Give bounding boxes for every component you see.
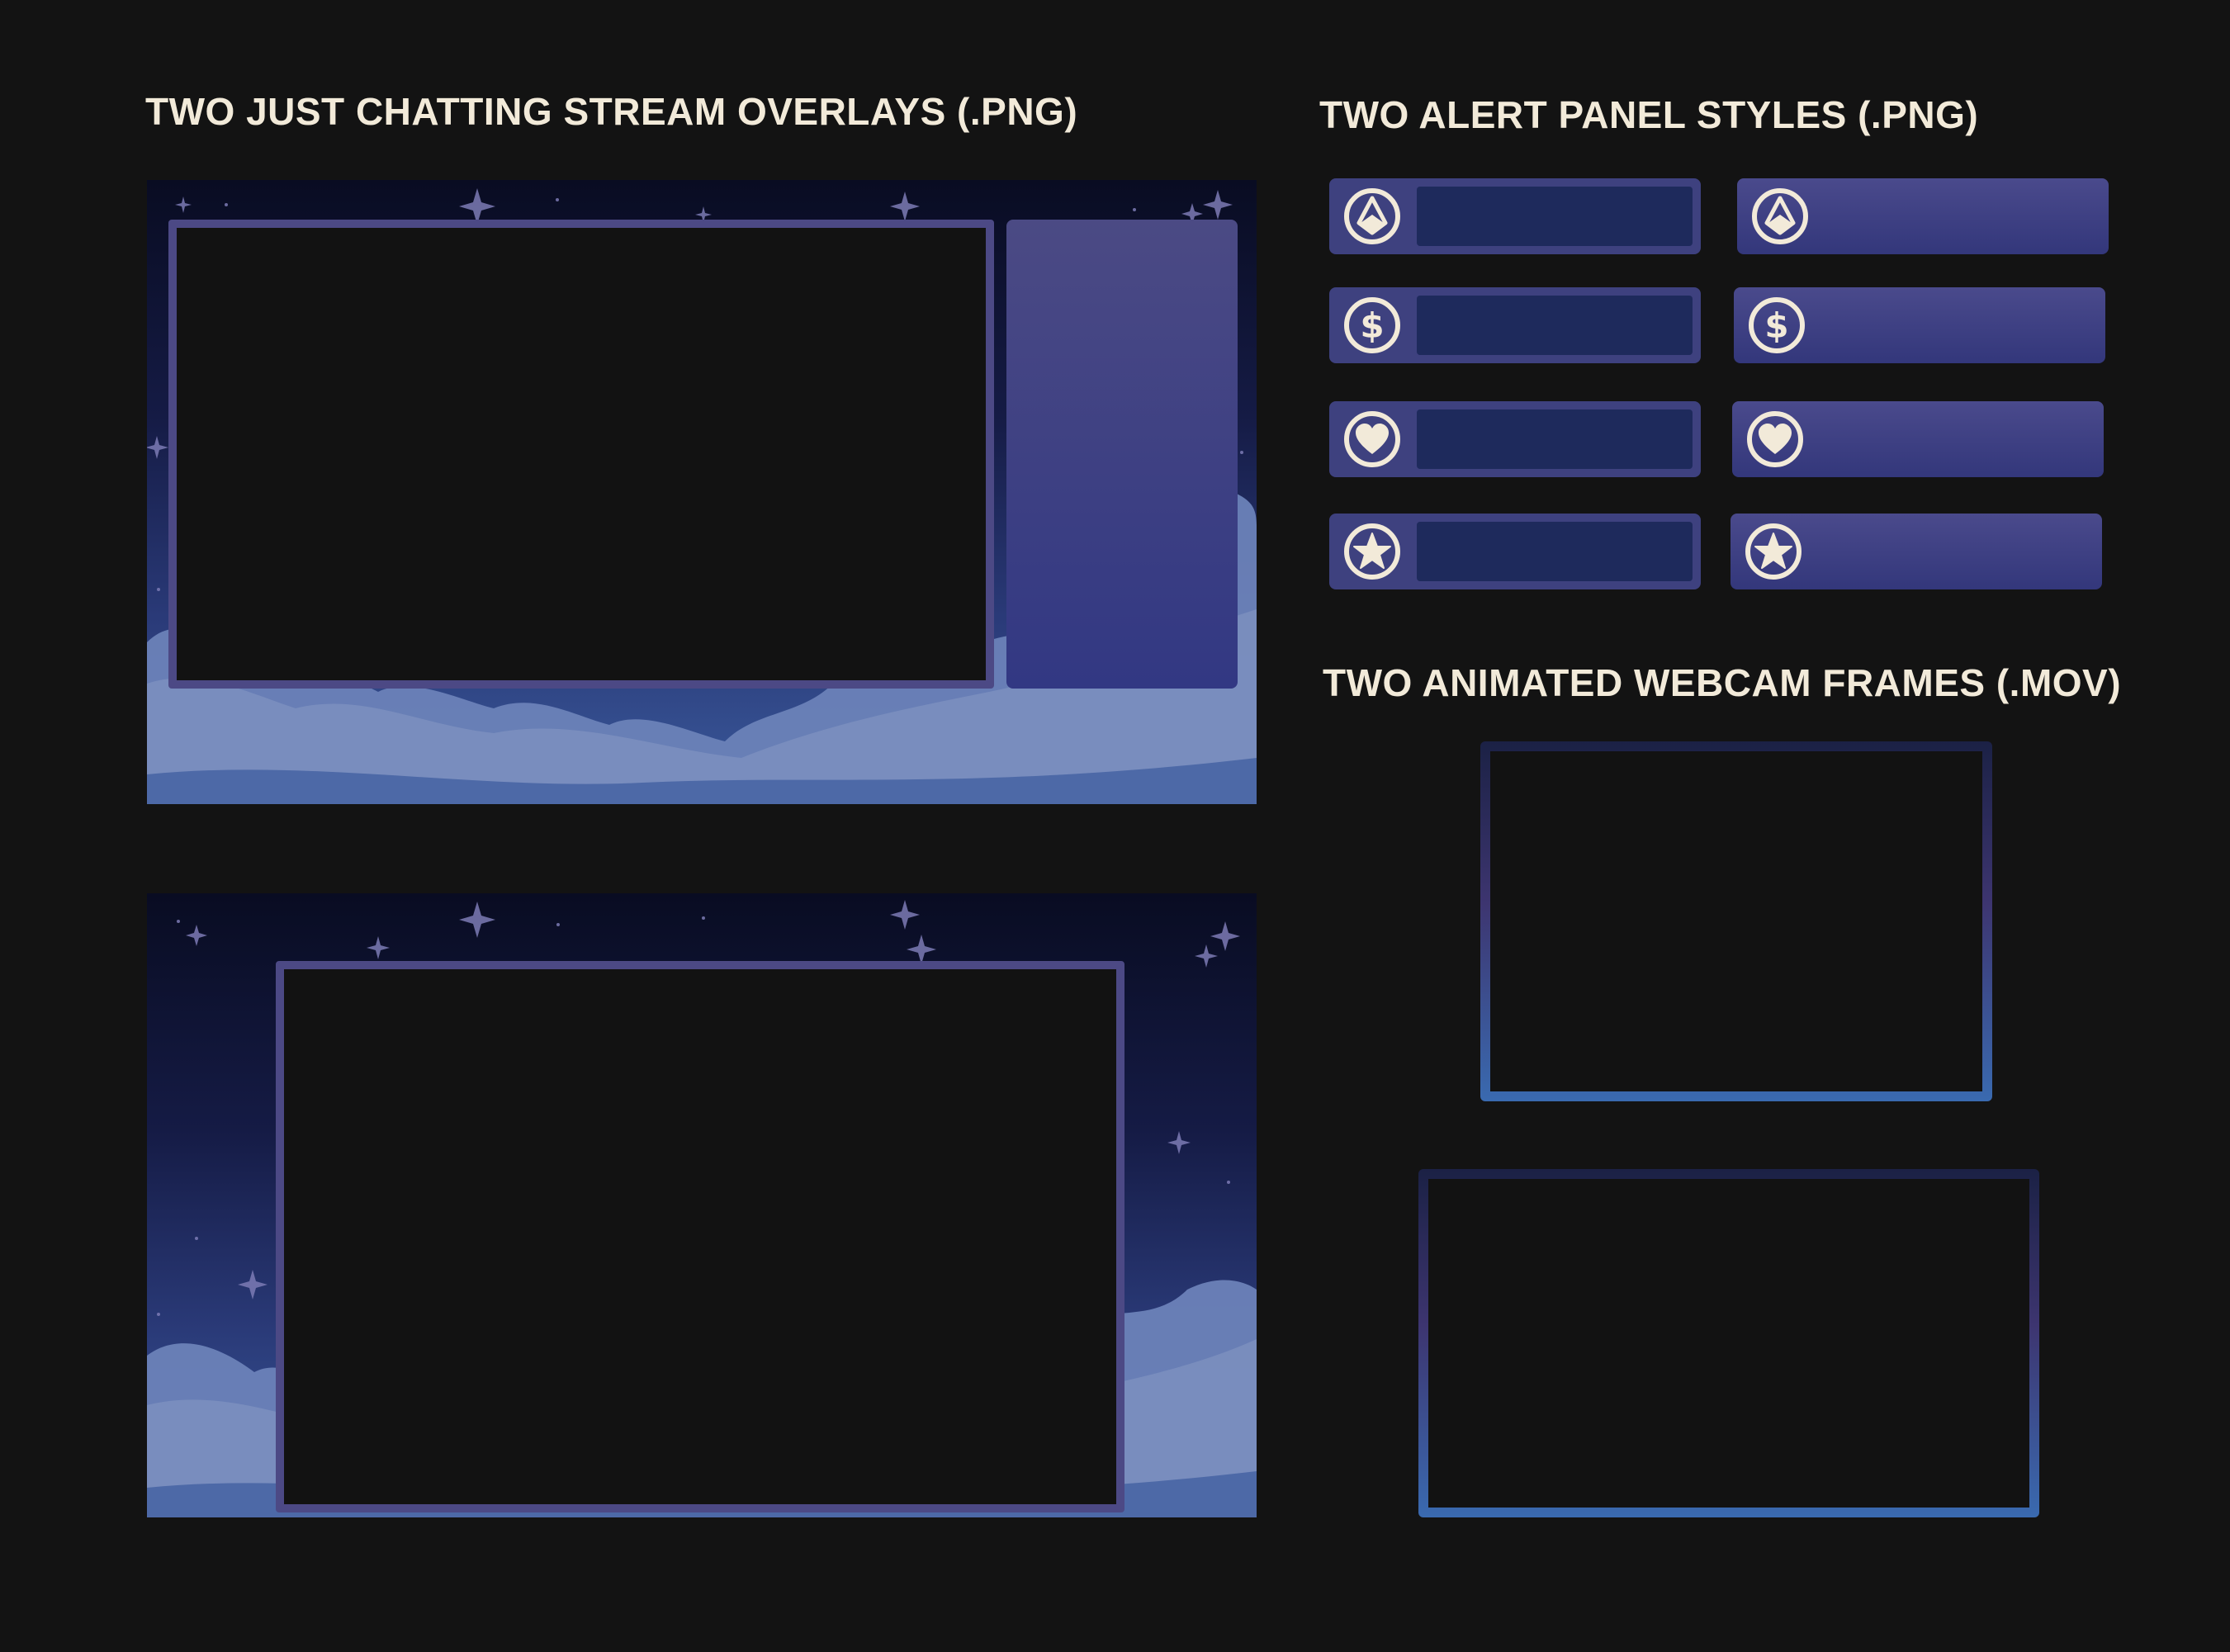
star-icon — [1745, 523, 1802, 580]
alert-panel-dollar-style-a: $ — [1329, 287, 1701, 363]
svg-text:$: $ — [1360, 305, 1384, 346]
webcam-frame-2 — [1418, 1169, 2039, 1517]
alert-panel-dollar-style-b: $ — [1734, 287, 2105, 363]
diamond-icon — [1752, 188, 1808, 244]
alert-panel-star-style-b — [1730, 514, 2102, 589]
svg-text:$: $ — [1764, 305, 1788, 346]
overlay-preview-2 — [147, 893, 1257, 1517]
overlays-heading: TWO JUST CHATTING STREAM OVERLAYS (.PNG) — [145, 90, 1078, 133]
overlay-preview-1 — [147, 180, 1257, 804]
night-sky-clouds-background — [147, 188, 1257, 804]
alert-panel-star-style-a — [1329, 514, 1701, 589]
gameplay-frame — [276, 961, 1124, 1512]
alert-panel-heart-style-a — [1329, 401, 1701, 477]
alert-panel-diamond-style-b — [1737, 178, 2109, 254]
chat-panel — [1006, 220, 1238, 689]
heart-icon — [1747, 411, 1803, 467]
webcam-screen — [1490, 751, 1982, 1091]
webcam-frame-1 — [1480, 741, 1992, 1101]
diamond-icon — [1344, 188, 1400, 244]
webcam-screen — [1428, 1179, 2029, 1508]
dollar-icon: $ — [1344, 297, 1400, 353]
dollar-icon: $ — [1749, 297, 1805, 353]
webcams-heading: TWO ANIMATED WEBCAM FRAMES (.MOV) — [1323, 661, 2122, 704]
alert-panel-heart-style-b — [1732, 401, 2104, 477]
gameplay-frame — [168, 220, 994, 689]
heart-icon — [1344, 411, 1400, 467]
alert-panel-diamond-style-a — [1329, 178, 1701, 254]
star-icon — [1344, 523, 1400, 580]
alerts-heading: TWO ALERT PANEL STYLES (.PNG) — [1319, 93, 1979, 136]
